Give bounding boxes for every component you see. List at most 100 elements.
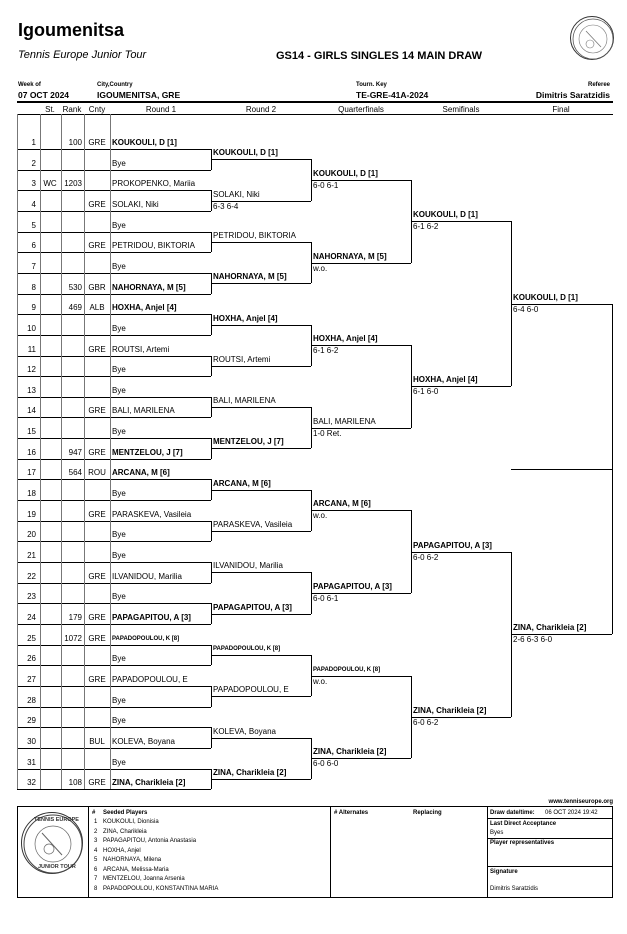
player-row-line: [17, 190, 211, 192]
player-name[interactable]: PETRIDOU, BIKTORIA: [112, 241, 195, 251]
bye-entry[interactable]: Bye: [112, 530, 126, 540]
player-rank: 108: [68, 778, 82, 788]
player-country: GRE: [88, 199, 106, 209]
semifinal-winner[interactable]: HOXHA, Anjel [4]: [413, 375, 478, 385]
player-name[interactable]: SOLAKI, Niki: [112, 199, 159, 209]
round2-winner[interactable]: HOXHA, Anjel [4]: [213, 313, 278, 323]
round2-winner[interactable]: SOLAKI, Niki: [213, 189, 260, 199]
quarterfinal-winner[interactable]: ARCANA, M [6]: [313, 499, 371, 509]
bye-entry[interactable]: Bye: [112, 385, 126, 395]
draw-position: 31: [27, 757, 36, 767]
quarterfinal-winner[interactable]: PAPADOPOULOU, K [8]: [313, 666, 381, 673]
semifinal-winner[interactable]: PAPAGAPITOU, A [3]: [413, 540, 492, 550]
player-row-line: [17, 272, 211, 274]
winner-line: [211, 407, 311, 409]
replacing-header: Replacing: [413, 810, 442, 816]
semifinal-winner[interactable]: KOUKOULI, D [1]: [413, 210, 478, 220]
winner-line: [211, 613, 311, 615]
round2-winner[interactable]: MENTZELOU, J [7]: [213, 437, 284, 447]
winner-line: [311, 675, 411, 677]
bracket-connector: [211, 520, 212, 542]
round2-winner[interactable]: BALI, MARILENA: [213, 396, 276, 406]
bye-entry[interactable]: Bye: [112, 220, 126, 230]
player-name[interactable]: PAPADOPOULOU, E: [112, 674, 188, 684]
round2-winner[interactable]: PAPADOPOULOU, E: [213, 685, 289, 695]
round2-winner[interactable]: KOUKOULI, D [1]: [213, 148, 278, 158]
round2-winner[interactable]: ARCANA, M [6]: [213, 478, 271, 488]
round2-winner[interactable]: ZINA, Charikleia [2]: [213, 767, 287, 777]
round2-winner[interactable]: PARASKEVA, Vasileia: [213, 520, 293, 530]
player-name[interactable]: MENTZELOU, J [7]: [112, 447, 183, 457]
round2-winner[interactable]: PAPADOPOULOU, K [8]: [213, 645, 281, 652]
player-name[interactable]: PARASKEVA, Vasileia: [112, 509, 192, 519]
player-name[interactable]: ZINA, Charikleia [2]: [112, 778, 186, 788]
quarterfinal-winner[interactable]: HOXHA, Anjel [4]: [313, 334, 378, 344]
draw-position: 14: [27, 406, 36, 416]
player-name[interactable]: PAPAGAPITOU, A [3]: [112, 612, 191, 622]
final-winner[interactable]: KOUKOULI, D [1]: [513, 292, 578, 302]
player-name[interactable]: ARCANA, M [6]: [112, 468, 170, 478]
match-score: w.o.: [313, 676, 328, 686]
draw-position: 27: [27, 674, 36, 684]
player-name[interactable]: BALI, MARILENA: [112, 406, 175, 416]
quarterfinal-winner[interactable]: KOUKOULI, D [1]: [313, 168, 378, 178]
bye-entry[interactable]: Bye: [112, 365, 126, 375]
bracket-connector: [211, 479, 212, 501]
draw-position: 8: [31, 282, 36, 292]
bye-entry[interactable]: Bye: [112, 716, 126, 726]
draw-position: 10: [27, 323, 36, 333]
bye-entry[interactable]: Bye: [112, 551, 126, 560]
player-row-line: [17, 706, 211, 708]
final-winner[interactable]: ZINA, Charikleia [2]: [513, 623, 587, 633]
player-country: GRE: [88, 778, 106, 788]
player-name[interactable]: KOUKOULI, D [1]: [112, 138, 177, 147]
bye-entry[interactable]: Bye: [112, 427, 126, 437]
reps-label: Player representatives: [490, 840, 555, 846]
bye-entry[interactable]: Bye: [112, 757, 126, 767]
draw-position: 20: [27, 530, 36, 540]
player-name[interactable]: NAHORNAYA, M [5]: [112, 282, 186, 292]
player-rank: 100: [68, 138, 82, 147]
website-link[interactable]: www.tenniseurope.org: [548, 799, 613, 805]
player-country: GRE: [88, 612, 106, 622]
winner-line: [211, 531, 311, 533]
quarterfinal-winner[interactable]: PAPAGAPITOU, A [3]: [313, 581, 392, 591]
bye-entry[interactable]: Bye: [112, 323, 126, 333]
match-score: w.o.: [313, 263, 328, 273]
final-connector: [612, 303, 613, 635]
bye-entry[interactable]: Bye: [112, 695, 126, 705]
city-value: IGOUMENITSA, GRE: [97, 90, 181, 100]
lda-value: Byes: [490, 830, 504, 836]
seeded-player-name: HOXHA, Anjel: [103, 847, 141, 854]
referee-value: Dimitris Saratzidis: [535, 90, 610, 100]
bye-entry[interactable]: Bye: [112, 489, 126, 499]
round2-winner[interactable]: PETRIDOU, BIKTORIA: [213, 230, 296, 240]
match-score: 6-4 6-0: [513, 304, 539, 314]
round2-winner[interactable]: PAPAGAPITOU, A [3]: [213, 602, 292, 612]
bye-entry[interactable]: Bye: [112, 158, 126, 168]
player-name[interactable]: KOLEVA, Boyana: [112, 736, 175, 746]
winner-line: [211, 737, 311, 739]
round2-winner[interactable]: ROUTSI, Artemi: [213, 354, 271, 364]
bye-entry[interactable]: Bye: [112, 654, 126, 664]
bye-entry[interactable]: Bye: [112, 261, 126, 271]
round2-winner[interactable]: NAHORNAYA, M [5]: [213, 272, 287, 282]
match-score: 6-0 6-1: [313, 180, 339, 190]
signature-label: Signature: [490, 869, 518, 875]
draw-position: 9: [31, 303, 36, 313]
quarterfinal-winner[interactable]: NAHORNAYA, M [5]: [313, 251, 387, 261]
round2-winner[interactable]: ILVANIDOU, Marilia: [213, 561, 283, 571]
bye-entry[interactable]: Bye: [112, 592, 126, 602]
player-name[interactable]: HOXHA, Anjel [4]: [112, 303, 177, 313]
round2-winner[interactable]: KOLEVA, Boyana: [213, 726, 276, 736]
logo-bottom-text: JUNIOR TOUR: [38, 864, 76, 870]
player-name[interactable]: PAPADOPOULOU, K [8]: [112, 635, 180, 642]
col-round2: Round 2: [245, 105, 277, 114]
quarterfinal-winner[interactable]: ZINA, Charikleia [2]: [313, 747, 387, 757]
player-name[interactable]: PROKOPENKO, Mariia: [112, 179, 196, 189]
quarterfinal-winner[interactable]: BALI, MARILENA: [313, 416, 376, 426]
semifinal-winner[interactable]: ZINA, Charikleia [2]: [413, 705, 487, 715]
player-name[interactable]: ROUTSI, Artemi: [112, 344, 170, 354]
winner-line: [211, 448, 311, 450]
player-name[interactable]: ILVANIDOU, Marilia: [112, 571, 182, 581]
